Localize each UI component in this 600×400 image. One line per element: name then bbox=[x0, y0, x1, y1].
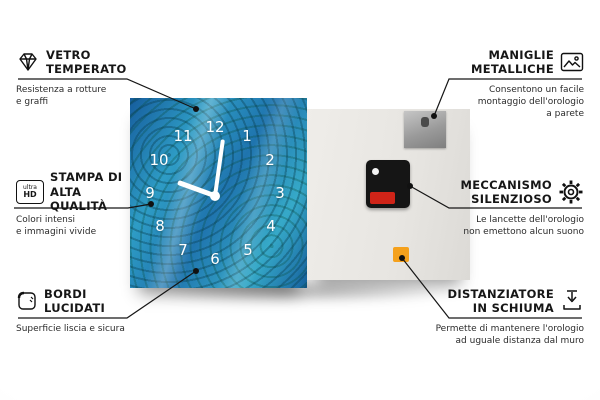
metal-hanger-plate bbox=[404, 111, 446, 148]
callout-description: Superficie liscia e sicura bbox=[16, 324, 125, 334]
ultra-hd-top-label: ultra bbox=[23, 184, 37, 191]
callout-metal-hangers: MANIGLIE METALLICHE Consentono un facile… bbox=[432, 46, 584, 120]
callout-title: MECCANISMO SILENZIOSO bbox=[460, 177, 552, 206]
clock-number: 12 bbox=[205, 118, 225, 136]
callout-foam-spacer: DISTANZIATORE IN SCHIUMA Permette di man… bbox=[432, 285, 584, 347]
clock-number: 11 bbox=[173, 127, 193, 145]
clock-number: 5 bbox=[243, 241, 253, 259]
clock-number: 1 bbox=[242, 127, 252, 145]
callout-title: STAMPA DI ALTA QUALITÀ bbox=[50, 170, 123, 214]
clock-center-cap bbox=[210, 191, 220, 201]
callout-silent-mechanism: MECCANISMO SILENZIOSO Le bbox=[432, 176, 585, 238]
foam-spacer bbox=[393, 247, 409, 262]
callout-title: VETRO TEMPERATO bbox=[46, 47, 127, 76]
callout-description: Permette di mantenere l'orologio ad ugua… bbox=[435, 324, 584, 347]
battery bbox=[370, 192, 395, 204]
clock-mechanism bbox=[366, 160, 410, 208]
callout-polished-edges: BORDI LUCIDATI Superficie liscia e sicur… bbox=[16, 285, 138, 335]
clock-number: 4 bbox=[266, 217, 276, 235]
minute-hand bbox=[213, 139, 225, 197]
hanger-slot bbox=[421, 117, 429, 127]
spacer-icon bbox=[560, 289, 584, 313]
gear-icon bbox=[558, 179, 584, 205]
callout-title: MANIGLIE METALLICHE bbox=[470, 47, 554, 76]
callout-description: Le lancette dell'orologio non emettono a… bbox=[463, 215, 584, 238]
callout-description: Consentono un facile montaggio dell'orol… bbox=[477, 85, 584, 120]
callout-title: BORDI LUCIDATI bbox=[44, 286, 106, 315]
clock-number: 7 bbox=[178, 241, 188, 259]
clock-number: 3 bbox=[275, 184, 285, 202]
clock-number: 6 bbox=[210, 250, 220, 268]
polished-edge-icon bbox=[16, 290, 38, 312]
callout-title: DISTANZIATORE IN SCHIUMA bbox=[447, 286, 554, 315]
callout-description: Colori intensi e immagini vivide bbox=[16, 215, 97, 238]
clock-number: 2 bbox=[265, 151, 275, 169]
ultra-hd-icon: ultra HD bbox=[16, 180, 44, 204]
clock-front-panel: 12 1 2 3 4 5 6 7 8 9 10 11 bbox=[130, 98, 307, 288]
clock-number: 10 bbox=[149, 151, 169, 169]
callout-description: Resistenza a rotture e graffi bbox=[16, 85, 107, 108]
picture-frame-icon bbox=[560, 52, 584, 72]
clock-number: 8 bbox=[155, 217, 165, 235]
ultra-hd-bottom-label: HD bbox=[23, 190, 37, 199]
time-set-knob bbox=[372, 168, 379, 175]
clock-number: 9 bbox=[145, 184, 155, 202]
callout-tempered-glass: VETRO TEMPERATO Resistenza a rotture e g… bbox=[16, 46, 138, 108]
callout-print-quality: ultra HD STAMPA DI ALTA QUALITÀ Colori i… bbox=[16, 170, 138, 238]
diamond-icon bbox=[16, 52, 40, 72]
